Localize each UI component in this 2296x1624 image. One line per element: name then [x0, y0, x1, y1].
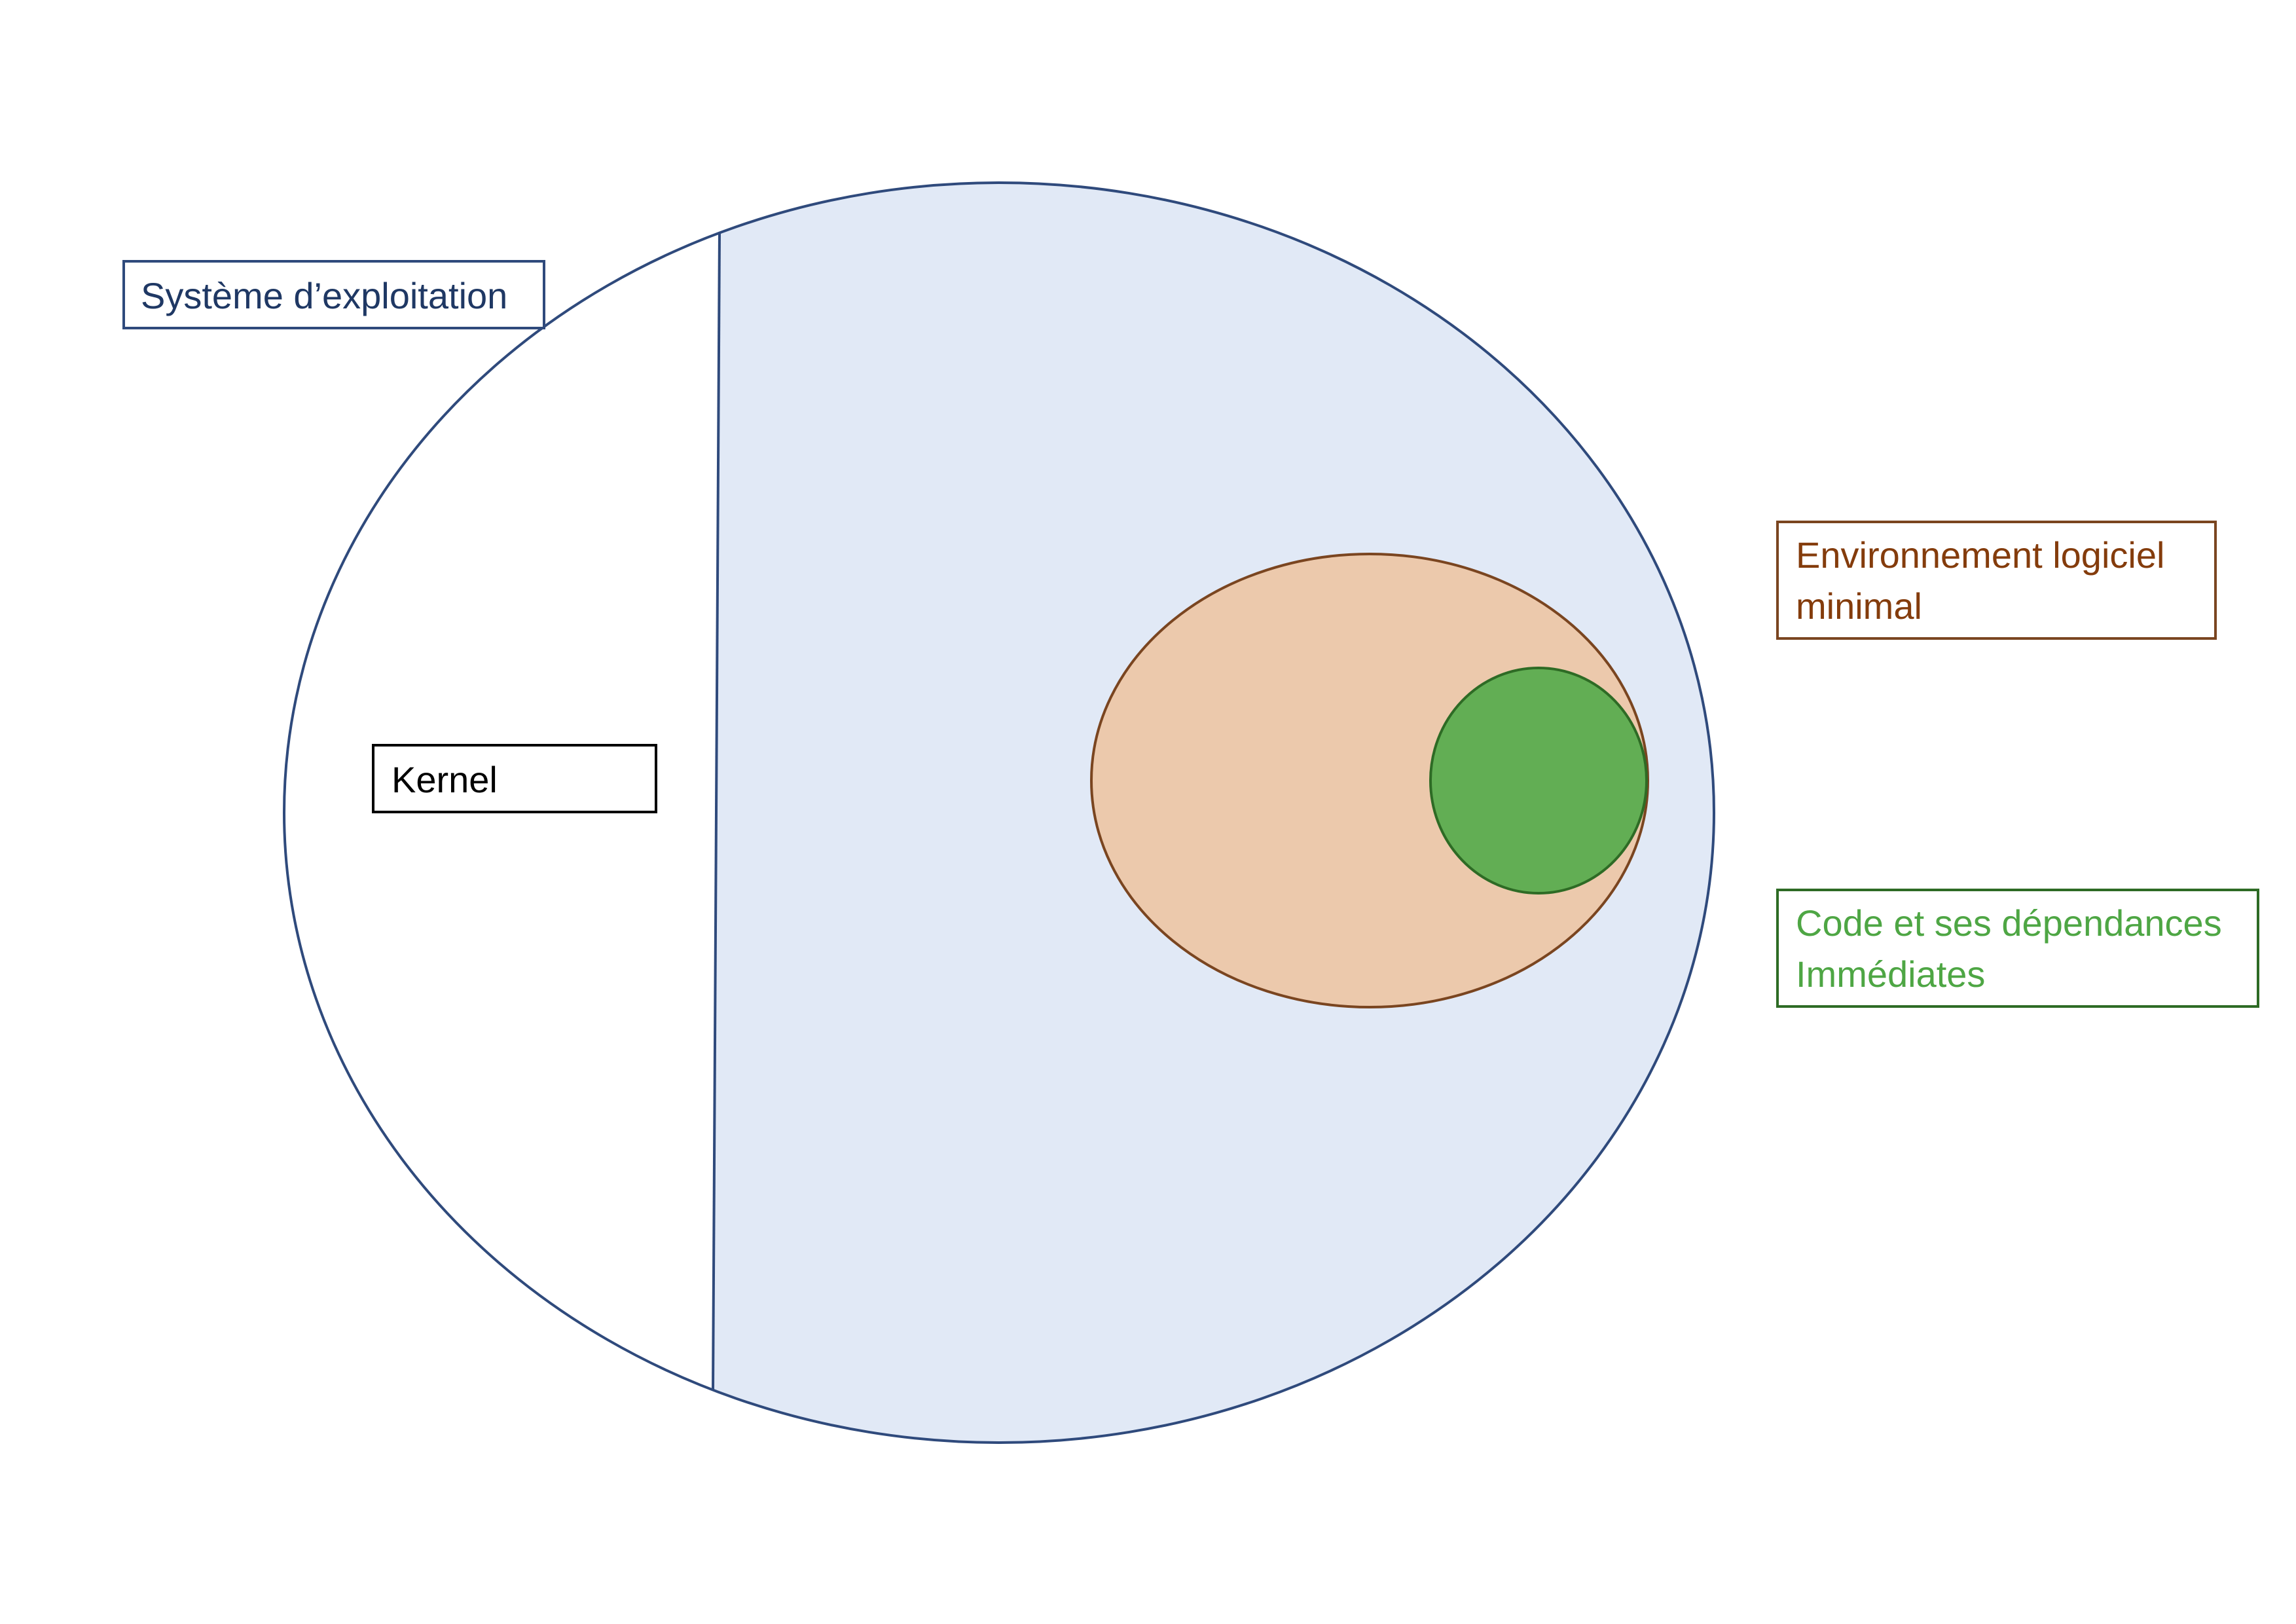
environment-label: Environnement logiciel minimal	[1776, 521, 2217, 640]
code-label-line1: Code et ses dépendances	[1796, 902, 2222, 944]
kernel-divider-line	[710, 183, 722, 1443]
code-label-line2: Immédiates	[1796, 953, 1986, 995]
operating-system-outline	[283, 181, 1715, 1444]
code-circle	[1429, 667, 1648, 895]
kernel-region	[284, 183, 721, 1443]
environment-label-line1: Environnement logiciel	[1796, 534, 2165, 576]
kernel-label: Kernel	[372, 744, 657, 813]
environment-label-line2: minimal	[1796, 585, 1922, 627]
kernel-label-text: Kernel	[392, 759, 498, 800]
code-label: Code et ses dépendances Immédiates	[1776, 889, 2259, 1008]
os-label-text: Système d’exploitation	[141, 275, 508, 316]
os-label: Système d’exploitation	[122, 260, 545, 329]
